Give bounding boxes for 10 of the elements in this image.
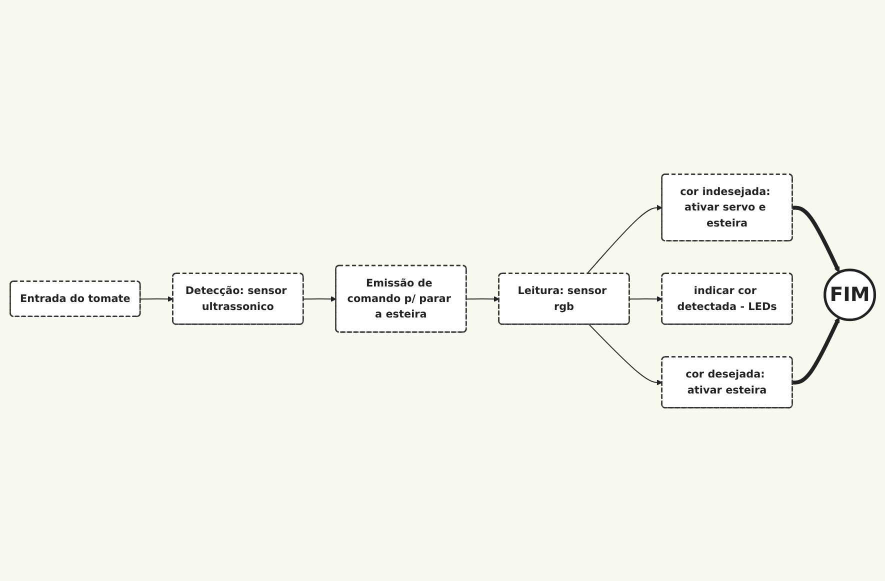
arrow xyxy=(586,204,662,274)
arrow xyxy=(588,324,662,385)
arrow xyxy=(792,316,840,384)
flowchart: Entrada do tomate Detecção: sensor ultrassonico Emissão de comando p/ parar a esteira Leitura: sensor rgb cor indesejada: ativar servo e esteira indicar cor detectada - LEDs cor desejada: ativar esteira FIM xyxy=(5,168,880,412)
arrow xyxy=(629,296,662,302)
arrow xyxy=(140,296,174,302)
arrow xyxy=(792,205,840,272)
arrow xyxy=(466,296,500,302)
node-circle xyxy=(824,268,876,321)
arrow xyxy=(302,296,336,302)
